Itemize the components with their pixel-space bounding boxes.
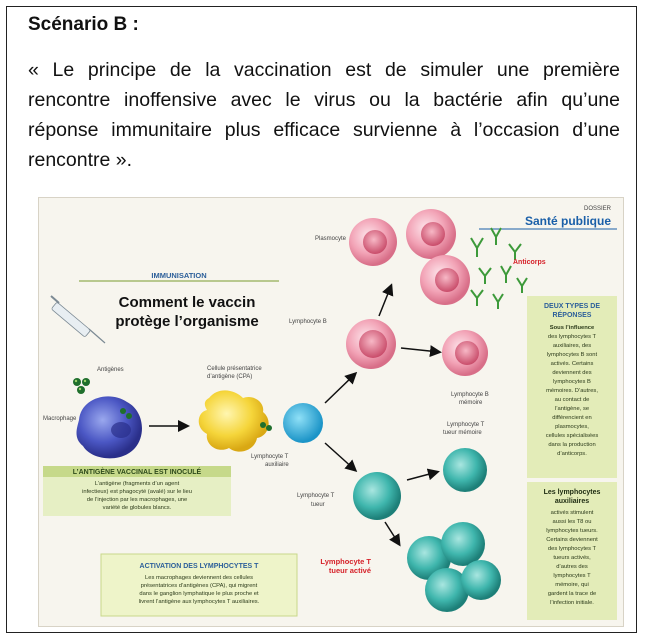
- lt-box-title-2: auxiliaires: [555, 498, 589, 505]
- headline-line2: protège l’organisme: [115, 313, 258, 330]
- lt-box-line: lymphocytes tueurs.: [546, 528, 598, 534]
- deux-types-reponses-box: DEUX TYPES DE RÉPONSES Sous l’influence …: [527, 296, 617, 478]
- reponses-line: dans la production: [548, 442, 595, 448]
- antigene-inocule-line: infectieux) est phagocyté (avalé) sur le…: [82, 489, 192, 495]
- lt-box-line: tueurs activés,: [553, 555, 591, 561]
- antigen-icon: [73, 378, 90, 394]
- reponses-line: différencient en: [552, 415, 592, 421]
- arrow-lb-plasmocyte: [378, 283, 394, 317]
- scenario-title: Scénario B :: [28, 14, 139, 35]
- lt-auxiliaire-label-2: auxiliaire: [265, 462, 289, 468]
- lt-active-label-1: Lymphocyte T: [320, 557, 371, 566]
- arrow-lt-lttueur: [324, 442, 358, 473]
- reponses-line: deviennent des: [552, 370, 591, 376]
- lymphocytes-auxiliaires-box: Les lymphocytes auxiliaires activés stim…: [527, 482, 617, 620]
- activation-lt-box: ACTIVATION DES LYMPHOCYTES T Les macroph…: [100, 553, 298, 617]
- antigene-inocule-title: L’ANTIGÈNE VACCINAL EST INOCULÉ: [73, 467, 202, 476]
- reponses-line: au contact de: [555, 397, 590, 403]
- lt-box-line: d’autres des: [556, 564, 588, 570]
- immunisation-tag: IMMUNISATION: [151, 271, 206, 280]
- lb-memoire-label-1: Lymphocyte B: [451, 392, 489, 398]
- reponses-line: Sous l’influence: [550, 325, 595, 331]
- activation-lt-line: livrent l’antigène aux lymphocytes T aux…: [139, 599, 260, 605]
- cpa-label-1: Cellule présentatrice: [207, 366, 262, 372]
- reponses-line: activés. Certains: [551, 361, 594, 367]
- lt-box-line: gardent la trace de: [548, 591, 596, 597]
- lymphocyte-b-icon: [346, 319, 396, 369]
- plasmocyte-cells-icon: [349, 209, 470, 305]
- arrow-lttueur-active: [384, 521, 401, 547]
- reponses-line: des lymphocytes T: [548, 334, 597, 340]
- lymphocyte-t-active-cells-icon: [407, 522, 501, 612]
- lymphocyte-b-memoire-icon: [442, 330, 488, 376]
- headline-line1: Comment le vaccin: [119, 294, 256, 311]
- reponses-line: l’antigène, se: [555, 406, 589, 412]
- lt-box-title-1: Les lymphocytes: [544, 489, 601, 496]
- reponses-line: d’anticorps.: [557, 451, 587, 457]
- immunisation-figure: DOSSIER Santé publique IMMUNISATION Comm…: [38, 197, 624, 627]
- lb-memoire-label-2: mémoire: [459, 400, 483, 406]
- lt-auxiliaire-label-1: Lymphocyte T: [251, 454, 289, 460]
- arrow-lttueur-ltmemoire: [406, 468, 440, 481]
- activation-lt-line: Les macrophages deviennent des cellules: [145, 575, 253, 581]
- lymphocyte-t-auxiliaire-icon: [283, 403, 323, 443]
- anticorps-label: Anticorps: [513, 259, 546, 266]
- lt-active-label-2: tueur activé: [329, 566, 371, 575]
- lt-box-line: lymphocytes T: [553, 573, 591, 579]
- arrow-lb-lbmemoire: [400, 345, 442, 358]
- antigene-inocule-line: de l’injection par les macrophages, une: [87, 497, 188, 503]
- lymphocyte-t-memoire-icon: [443, 448, 487, 492]
- lt-box-line: aussi les T8 ou: [553, 519, 592, 525]
- lb-label: Lymphocyte B: [289, 319, 327, 325]
- activation-lt-line: présentatrices d’antigènes (CPA), qui mi…: [141, 583, 258, 589]
- lt-box-line: des lymphocytes T: [548, 546, 597, 552]
- activation-lt-line: dans le ganglion lymphatique le plus pro…: [139, 591, 259, 597]
- antigenes-label: Antigènes: [97, 367, 124, 373]
- anticorps-icon: [470, 227, 528, 309]
- antigene-inocule-box: L’ANTIGÈNE VACCINAL EST INOCULÉ L’antigè…: [43, 466, 231, 516]
- macrophage-cell-icon: [76, 396, 142, 459]
- lt-tueur-label-1: Lymphocyte T: [297, 493, 335, 499]
- lt-box-line: l’infection initiale.: [550, 600, 594, 606]
- lt-box-line: Certains deviennent: [546, 537, 598, 543]
- lt-memoire-label-2: tueur mémoire: [443, 430, 482, 436]
- lymphocyte-t-tueur-icon: [353, 472, 401, 520]
- reponses-line: lymphocytes B: [553, 379, 591, 385]
- arrow-lt-lb: [324, 371, 358, 404]
- reponses-line: auxiliaires, des: [553, 343, 591, 349]
- reponses-line: cellules spécialisées: [546, 433, 599, 439]
- immunisation-diagram: DOSSIER Santé publique IMMUNISATION Comm…: [43, 206, 617, 620]
- reponses-line: lymphocytes B sont: [547, 352, 598, 358]
- lt-box-line: mémoire, qui: [555, 582, 589, 588]
- scenario-quote: « Le principe de la vaccination est de s…: [28, 59, 620, 171]
- reponses-title-2: RÉPONSES: [553, 310, 592, 319]
- section-label: Santé publique: [525, 214, 611, 228]
- dossier-label: DOSSIER: [584, 206, 612, 212]
- macrophage-label: Macrophage: [43, 416, 77, 422]
- lt-tueur-label-2: tueur: [311, 502, 325, 508]
- antigene-inocule-line: L’antigène (fragments d’un agent: [95, 481, 180, 487]
- antigene-inocule-line: variété de globules blancs.: [103, 505, 172, 511]
- reponses-title-1: DEUX TYPES DE: [544, 303, 600, 310]
- syringe-icon: [50, 295, 106, 344]
- cpa-label-2: d’antigène (CPA): [207, 374, 252, 380]
- cpa-cell-icon: [198, 390, 272, 452]
- plasmocyte-label: Plasmocyte: [315, 236, 347, 242]
- reponses-line: plasmocytes,: [555, 424, 589, 430]
- activation-lt-title: ACTIVATION DES LYMPHOCYTES T: [140, 563, 260, 570]
- lt-memoire-label-1: Lymphocyte T: [447, 422, 485, 428]
- lt-box-line: activés stimulent: [551, 510, 594, 516]
- reponses-line: mémoires. D’autres,: [546, 388, 598, 394]
